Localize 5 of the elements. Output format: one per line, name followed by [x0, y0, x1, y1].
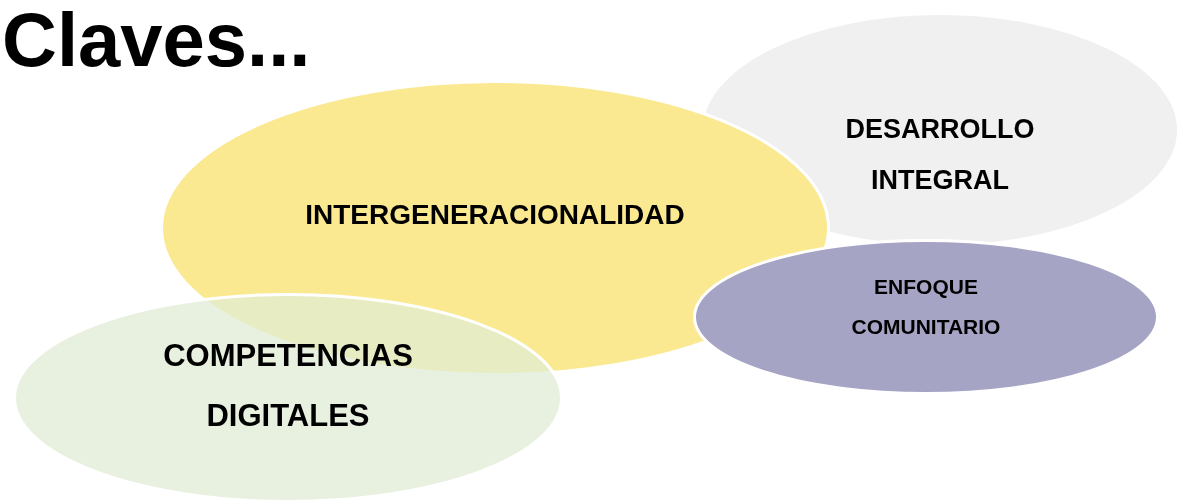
title: Claves...: [2, 2, 311, 78]
node-label: COMPETENCIAS DIGITALES: [162, 336, 414, 435]
node-label: DESARROLLO INTEGRAL: [844, 112, 1036, 197]
node-label: INTERGENERACIONALIDAD: [304, 198, 686, 233]
node-label: ENFOQUE COMUNITARIO: [850, 274, 1002, 340]
